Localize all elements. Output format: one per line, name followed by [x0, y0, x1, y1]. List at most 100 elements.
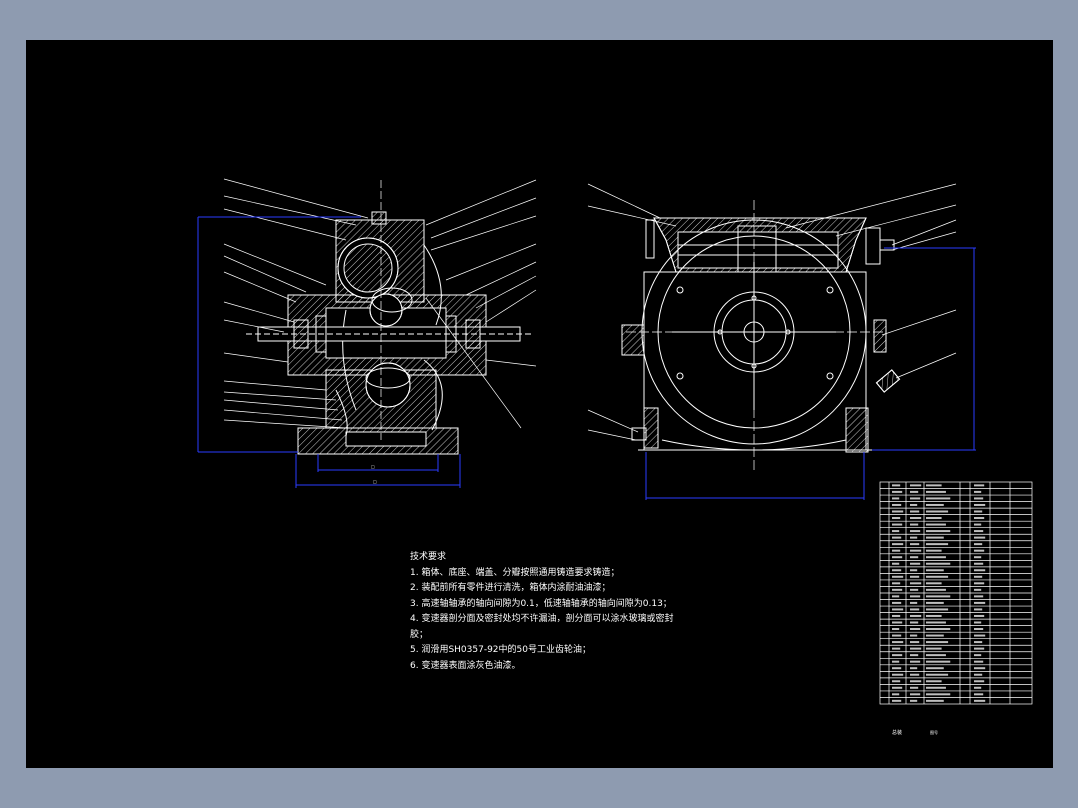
bom-cell-mark [974, 608, 983, 611]
bom-cell-mark [892, 693, 900, 696]
bom-cell-mark [926, 569, 944, 572]
bom-cell-mark [926, 660, 951, 663]
bom-cell-mark [910, 588, 919, 591]
bom-cell-mark [974, 654, 982, 657]
bom-cell-mark [892, 530, 900, 533]
tech-item: 6. 变速器表面涂灰色油漆。 [410, 660, 521, 671]
bom-cell-mark [974, 660, 984, 663]
bom-cell-mark [974, 595, 984, 598]
bom-cell-mark [926, 641, 949, 644]
bom-cell-mark [892, 543, 904, 546]
bom-cell-mark [892, 569, 902, 572]
bom-cell-mark [926, 543, 949, 546]
bom-cell-mark [892, 634, 902, 637]
bom-cell-mark [910, 647, 922, 650]
side-view-right [587, 183, 957, 470]
bom-cell-mark [892, 673, 904, 676]
bom-cell-mark [926, 556, 946, 559]
technical-requirements: 技术要求 1. 箱体、底座、端盖、分瓣按照通用铸造要求铸造； 2. 装配前所有零… [410, 550, 700, 674]
bom-cell-mark [892, 628, 900, 631]
bom-cell-mark [926, 680, 942, 683]
bom-cell-mark [910, 608, 920, 611]
bom-cell-mark [892, 621, 903, 624]
bom-cell-mark [974, 536, 986, 539]
bom-cell-mark [974, 575, 983, 578]
bom-cell-mark [974, 517, 985, 520]
bom-cell-mark [974, 484, 985, 487]
bom-cell-mark [974, 582, 985, 585]
bom-cell-mark [892, 484, 901, 487]
bom-cell-mark [910, 536, 918, 539]
bom-cell-mark [974, 634, 986, 637]
tech-item: 3. 高速轴轴承的轴向间隙为0.1，低速轴轴承的轴向间隙为0.13； [410, 598, 672, 609]
bom-cell-mark [974, 621, 982, 624]
bom-cell-mark [926, 621, 946, 624]
bom-cell-mark [974, 614, 985, 617]
bom-cell-mark [910, 549, 922, 552]
bom-cell-mark [910, 569, 918, 572]
bom-cell-mark [910, 503, 918, 506]
bom-cell-mark [926, 693, 951, 696]
bom-cell-mark [892, 490, 903, 493]
bom-cell-mark [892, 608, 904, 611]
tech-title: 技术要求 [410, 552, 447, 562]
bom-cell-mark [926, 549, 942, 552]
bom-cell-mark [892, 575, 904, 578]
bom-cells [892, 484, 986, 702]
bom-cell-mark [910, 595, 921, 598]
bom-cell-mark [910, 621, 919, 624]
svg-text:□: □ [371, 464, 375, 469]
bom-cell-mark [910, 582, 922, 585]
tech-item: 4. 变速器剖分面及密封处均不许漏油，剖分面可以涂水玻璃或密封 [410, 614, 674, 624]
bom-cell-mark [926, 575, 949, 578]
bom-cell-mark [910, 543, 920, 546]
section-view-left [223, 178, 537, 455]
bom-cell-mark [910, 628, 921, 631]
bom-cell-mark [926, 686, 946, 689]
bom-cell-mark [926, 517, 942, 520]
bom-cell-mark [892, 536, 902, 539]
bom-cell-mark [892, 641, 904, 644]
assembly-drawing: □ □ [197, 178, 1033, 736]
bom-cell-mark [974, 503, 986, 506]
bom-cell-mark [892, 503, 902, 506]
bom-table [879, 481, 1033, 705]
bom-cell-mark [926, 562, 951, 565]
bom-cell-mark [974, 588, 982, 591]
bom-cell-mark [974, 549, 985, 552]
title-block-footer: 总装 图号 [892, 729, 938, 736]
bom-cell-mark [892, 699, 902, 702]
tech-item: 1. 箱体、底座、端盖、分瓣按照通用铸造要求铸造； [410, 567, 620, 578]
bom-cell-mark [910, 686, 919, 689]
bom-cell-mark [892, 588, 903, 591]
svg-text:□: □ [373, 479, 377, 484]
bom-cell-mark [974, 562, 984, 565]
tech-item: 胶； [410, 629, 429, 640]
bom-cell-mark [974, 523, 982, 526]
bom-cell-mark [910, 510, 920, 513]
bom-cell-mark [892, 517, 901, 520]
bom-cell-mark [910, 634, 918, 637]
bom-cell-mark [926, 647, 942, 650]
bom-cell-mark [892, 497, 900, 500]
cad-viewport[interactable]: □ □ [26, 40, 1053, 768]
bom-cell-mark [910, 680, 922, 683]
bom-cell-mark [926, 673, 949, 676]
bom-cell-mark [892, 660, 900, 663]
bom-cell-mark [974, 667, 986, 670]
bom-cell-mark [892, 680, 901, 683]
bom-cell-mark [910, 699, 918, 702]
bom-cell-mark [926, 634, 944, 637]
bom-cell-mark [926, 484, 942, 487]
bom-cell-mark [926, 536, 944, 539]
bom-cell-mark [974, 556, 982, 559]
bom-cell-mark [926, 510, 949, 513]
dim-labels-left: □ □ [371, 464, 377, 484]
bom-cell-mark [974, 510, 983, 513]
bom-cell-mark [974, 543, 983, 546]
bom-cell-mark [910, 673, 920, 676]
bom-cell-mark [892, 549, 901, 552]
bom-cell-mark [926, 503, 944, 506]
dimension-lines-right [645, 247, 976, 500]
bom-cell-mark [910, 575, 920, 578]
